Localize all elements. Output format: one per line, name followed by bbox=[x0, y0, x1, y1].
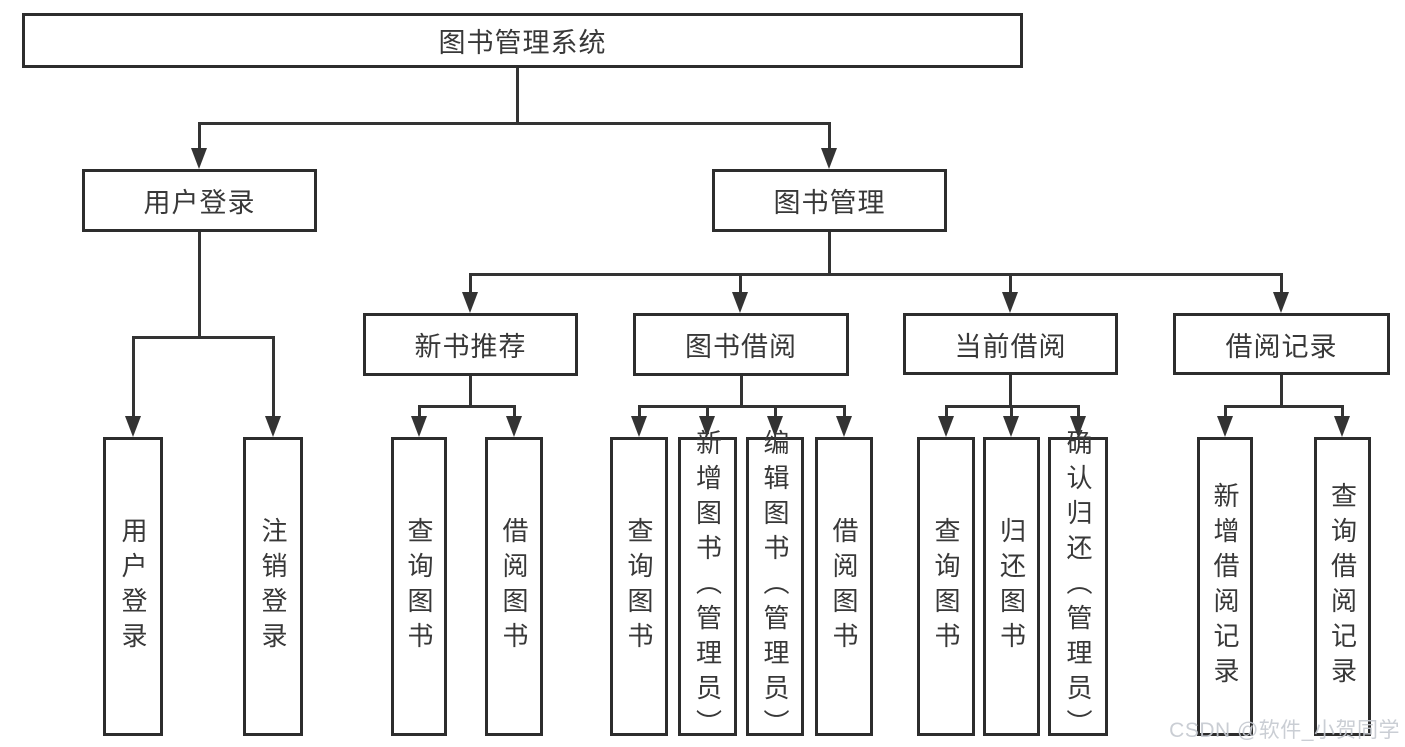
connector-line bbox=[1008, 375, 1012, 408]
connector-line bbox=[773, 405, 777, 419]
connector-line bbox=[1223, 405, 1227, 419]
connector-arrow-down-icon bbox=[1334, 416, 1350, 437]
connector-line bbox=[1009, 405, 1013, 419]
node-library-management-system: 图书管理系统 bbox=[22, 13, 1023, 68]
node-label: 新书推荐 bbox=[414, 332, 527, 362]
connector-line bbox=[1223, 405, 1344, 408]
connector-arrow-down-icon bbox=[1002, 292, 1018, 313]
leaf-query-books-1: 查询图书 bbox=[391, 437, 447, 736]
connector-arrow-down-icon bbox=[1003, 416, 1019, 437]
leaf-label: 查询借阅记录 bbox=[1327, 481, 1358, 692]
connector-line bbox=[1279, 375, 1283, 408]
connector-line bbox=[417, 405, 516, 408]
connector-arrow-down-icon bbox=[631, 416, 647, 437]
node-label: 当前借阅 bbox=[954, 331, 1067, 362]
connector-line bbox=[131, 336, 275, 339]
connector-arrow-down-icon bbox=[125, 416, 141, 437]
node-label: 用户登录 bbox=[143, 188, 256, 218]
connector-arrow-down-icon bbox=[462, 292, 478, 313]
leaf-label: 编辑图书（管理员） bbox=[760, 429, 790, 744]
leaf-label: 新增借阅记录 bbox=[1210, 481, 1240, 692]
connector-line bbox=[827, 232, 831, 276]
connector-line bbox=[637, 405, 846, 408]
connector-line bbox=[944, 405, 948, 419]
connector-line bbox=[705, 405, 709, 419]
leaf-add-books-admin: 新增图书（管理员） bbox=[678, 429, 737, 744]
node-label: 借阅记录 bbox=[1225, 331, 1338, 362]
connector-line bbox=[738, 273, 742, 295]
leaf-return-books: 归还图书 bbox=[983, 437, 1040, 736]
connector-line bbox=[197, 122, 831, 125]
leaf-add-borrow-record: 新增借阅记录 bbox=[1197, 437, 1253, 736]
connector-line bbox=[827, 122, 831, 151]
node-label: 图书管理系统 bbox=[438, 28, 607, 58]
leaf-edit-books-admin: 编辑图书（管理员） bbox=[746, 429, 804, 744]
connector-line bbox=[417, 405, 421, 419]
connector-line bbox=[131, 336, 135, 419]
connector-arrow-down-icon bbox=[265, 416, 281, 437]
connector-arrow-down-icon bbox=[1070, 416, 1086, 437]
leaf-label: 确认归还（管理员） bbox=[1063, 429, 1093, 744]
connector-line bbox=[197, 232, 201, 339]
leaf-user-login: 用户登录 bbox=[103, 437, 163, 736]
connector-line bbox=[468, 273, 472, 295]
connector-arrow-down-icon bbox=[411, 416, 427, 437]
connector-line bbox=[468, 376, 472, 408]
leaf-label: 借阅图书 bbox=[829, 516, 859, 657]
leaf-label: 查询图书 bbox=[624, 516, 654, 657]
connector-arrow-down-icon bbox=[506, 416, 522, 437]
connector-arrow-down-icon bbox=[699, 416, 715, 437]
node-borrowing-records: 借阅记录 bbox=[1173, 313, 1390, 375]
node-label: 图书借阅 bbox=[685, 332, 797, 362]
leaf-confirm-return-admin: 确认归还（管理员） bbox=[1048, 429, 1108, 744]
connector-line bbox=[842, 405, 846, 419]
csdn-watermark: CSDN @软件_小贺同学 bbox=[1169, 719, 1400, 742]
leaf-label: 归还图书 bbox=[996, 516, 1027, 657]
leaf-label: 查询图书 bbox=[931, 516, 961, 657]
node-book-management: 图书管理 bbox=[712, 169, 947, 232]
connector-arrow-down-icon bbox=[1217, 416, 1233, 437]
node-book-borrowing: 图书借阅 bbox=[633, 313, 849, 376]
node-current-borrowing: 当前借阅 bbox=[903, 313, 1118, 375]
connector-arrow-down-icon bbox=[938, 416, 954, 437]
leaf-label: 注销登录 bbox=[258, 516, 288, 657]
leaf-query-books-3: 查询图书 bbox=[917, 437, 975, 736]
node-user-login: 用户登录 bbox=[82, 169, 317, 232]
connector-line bbox=[1008, 273, 1012, 295]
connector-line bbox=[271, 336, 275, 419]
connector-line bbox=[468, 273, 1283, 276]
leaf-query-borrow-record: 查询借阅记录 bbox=[1314, 437, 1371, 736]
leaf-logout: 注销登录 bbox=[243, 437, 303, 736]
connector-line bbox=[1076, 405, 1080, 419]
leaf-label: 借阅图书 bbox=[499, 516, 529, 657]
leaf-label: 查询图书 bbox=[404, 516, 434, 657]
connector-arrow-down-icon bbox=[836, 416, 852, 437]
connector-line bbox=[515, 68, 519, 124]
connector-arrow-down-icon bbox=[821, 148, 837, 169]
connector-line bbox=[197, 122, 201, 151]
connector-arrow-down-icon bbox=[767, 416, 783, 437]
node-new-book-recommendation: 新书推荐 bbox=[363, 313, 578, 376]
connector-line bbox=[1279, 273, 1283, 295]
connector-arrow-down-icon bbox=[191, 148, 207, 169]
node-label: 图书管理 bbox=[773, 188, 886, 218]
leaf-query-books-2: 查询图书 bbox=[610, 437, 668, 736]
leaf-borrow-books-1: 借阅图书 bbox=[485, 437, 543, 736]
leaf-label: 新增图书（管理员） bbox=[692, 429, 723, 744]
connector-line bbox=[739, 376, 743, 408]
connector-arrow-down-icon bbox=[1273, 292, 1289, 313]
connector-line bbox=[1340, 405, 1344, 419]
leaf-borrow-books-2: 借阅图书 bbox=[815, 437, 873, 736]
connector-line bbox=[512, 405, 516, 419]
connector-arrow-down-icon bbox=[732, 292, 748, 313]
connector-line bbox=[637, 405, 641, 419]
leaf-label: 用户登录 bbox=[118, 516, 148, 657]
